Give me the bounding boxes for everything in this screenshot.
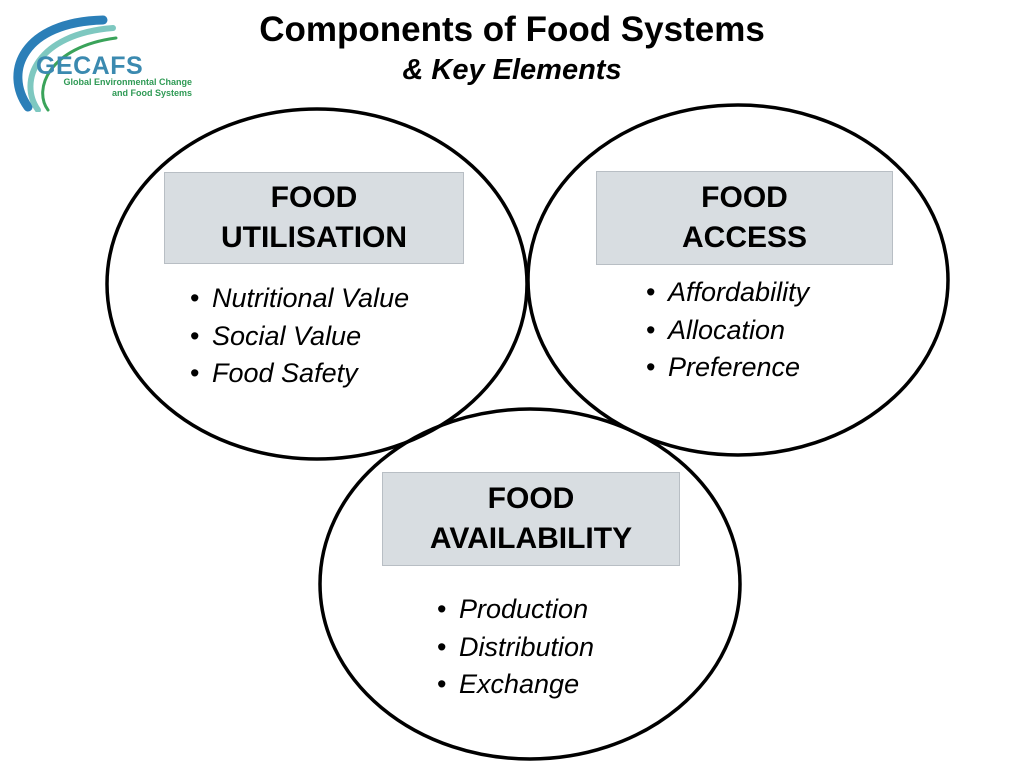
list-item-label: Affordability bbox=[668, 277, 810, 307]
list-item-label: Food Safety bbox=[212, 358, 358, 388]
circle-access bbox=[526, 103, 950, 457]
access-heading-line1: FOOD bbox=[701, 181, 788, 214]
availability-heading-line1: FOOD bbox=[487, 482, 575, 515]
list-item: • Nutritional Value bbox=[190, 280, 409, 318]
bullet-icon: • bbox=[190, 320, 200, 351]
list-item-label: Nutritional Value bbox=[212, 283, 410, 313]
list-item: • Exchange bbox=[437, 666, 594, 704]
logo-wordmark: GECAFS bbox=[36, 52, 144, 80]
logo-tagline-line2: and Food Systems bbox=[111, 88, 192, 98]
utilisation-heading-line1: FOOD bbox=[270, 181, 358, 214]
bullet-icon: • bbox=[646, 277, 656, 307]
availability-heading-line2: AVAILABILITY bbox=[429, 522, 633, 555]
list-item-label: Social Value bbox=[212, 320, 362, 351]
bullet-icon: • bbox=[437, 594, 447, 624]
utilisation-list: • Nutritional Value • Social Value • Food S… bbox=[190, 280, 409, 393]
bullet-icon: • bbox=[646, 352, 656, 382]
list-item: • Distribution bbox=[437, 629, 594, 667]
access-heading-line2: ACCESS bbox=[681, 221, 808, 254]
list-item: • Social Value bbox=[190, 318, 409, 356]
slide-subtitle: & Key Elements bbox=[402, 54, 622, 86]
list-item-label: Allocation bbox=[668, 314, 786, 345]
access-heading-box: FOOD ACCESS bbox=[596, 171, 893, 265]
list-item-label: Distribution bbox=[459, 631, 595, 662]
bullet-icon: • bbox=[190, 283, 200, 313]
list-item: • Affordability bbox=[646, 274, 809, 312]
logo-tagline: Global Environmental Change and Food Sys… bbox=[52, 77, 192, 99]
list-item: • Preference bbox=[646, 349, 809, 387]
gecafs-logo: GECAFS Global Environmental Change and F… bbox=[8, 12, 208, 113]
title-block: Components of Food Systems & Key Element… bbox=[0, 8, 1024, 88]
access-list: • Affordability • Allocation • Preference bbox=[646, 274, 809, 387]
availability-list: • Production • Distribution • Exchange bbox=[437, 591, 594, 704]
logo-tagline-line1: Global Environmental Change bbox=[63, 77, 192, 87]
utilisation-heading-line2: UTILISATION bbox=[220, 221, 408, 254]
bullet-icon: • bbox=[190, 358, 200, 388]
utilisation-heading-box: FOOD UTILISATION bbox=[164, 172, 464, 264]
list-item-label: Production bbox=[459, 594, 589, 624]
list-item: • Allocation bbox=[646, 312, 809, 350]
list-item: • Food Safety bbox=[190, 355, 409, 393]
list-item-label: Preference bbox=[668, 352, 801, 382]
bullet-icon: • bbox=[646, 314, 656, 345]
availability-heading-box: FOOD AVAILABILITY bbox=[382, 472, 680, 566]
slide-title: Components of Food Systems bbox=[259, 10, 765, 49]
list-item-label: Exchange bbox=[459, 669, 580, 699]
list-item: • Production bbox=[437, 591, 594, 629]
logo-arc-icon bbox=[13, 15, 118, 113]
circle-availability bbox=[318, 407, 742, 761]
bullet-icon: • bbox=[437, 669, 447, 699]
bullet-icon: • bbox=[437, 631, 447, 662]
